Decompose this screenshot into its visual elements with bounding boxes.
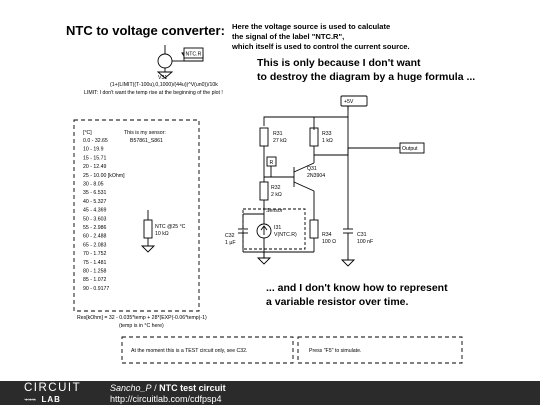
footer-url[interactable]: http://circuitlab.com/cdfpsp4	[110, 394, 222, 404]
table-row: 20 - 12.49	[83, 164, 106, 170]
table-row: 0.0 - 32.65	[83, 138, 108, 144]
table-row: 50 - 3.603	[83, 216, 106, 222]
r34-name: R34	[322, 232, 332, 238]
r31-name: R31	[273, 131, 283, 137]
test-note-box	[121, 336, 294, 364]
r31-value: 27 kΩ	[273, 138, 287, 144]
schematic-canvas[interactable]: NTC.R V31 (1+(LIMIT((T-100u),0,1000)/(44…	[0, 0, 540, 381]
header-note: Here the voltage source is used to calcu…	[232, 22, 410, 52]
table-unit-header: [°C]	[83, 130, 92, 136]
big-note-line: This is only because I don't want	[257, 57, 421, 69]
table-row: 35 - 6.531	[83, 190, 106, 196]
ground-symbol	[256, 257, 272, 265]
sensor-title: This is my sensor:	[124, 130, 166, 136]
table-row: 85 - 1.072	[83, 277, 106, 283]
ntc-label: NTC @25 °C	[155, 224, 186, 230]
resistor-r33[interactable]	[309, 127, 319, 147]
ground-symbol	[156, 71, 174, 79]
resistor-r34[interactable]	[309, 219, 319, 239]
sensor-table-box	[73, 119, 200, 312]
big-note-1: This is only because I don't want to des…	[257, 56, 475, 84]
ground-symbol	[340, 259, 356, 267]
r33-value: 1 kΩ	[322, 138, 333, 144]
sensor-label: Sensor	[266, 208, 283, 214]
table-row: 10 - 19.9	[83, 147, 104, 153]
test-note-text: At the moment this is a TEST circuit onl…	[131, 348, 247, 354]
header-note-line: which itself is used to control the curr…	[232, 42, 410, 51]
simulate-note-box	[297, 336, 463, 364]
q31-part: 2N3904	[307, 173, 325, 179]
header-note-line: the signal of the label "NTC.R",	[232, 32, 345, 41]
big-note-2: ... and I don't know how to represent a …	[266, 281, 448, 309]
output-label: Output	[402, 146, 418, 152]
ntc-resistor[interactable]	[143, 219, 153, 239]
resistor-r32[interactable]	[259, 181, 269, 201]
i31-name: I31	[274, 225, 281, 231]
ground-symbol	[140, 245, 156, 253]
table-row: 90 - 0.9177	[83, 286, 109, 292]
sensor-part: B57861_S861	[130, 138, 163, 144]
circuitlab-logo[interactable]: CIRCUIT ⌁⌁⌁ LAB	[24, 382, 82, 404]
table-row: 25 - 10.00 [kOhm]	[83, 173, 125, 179]
footer-separator: /	[154, 383, 160, 393]
net-label-ntc-r[interactable]	[183, 47, 204, 59]
c32-value: 1 µF	[225, 240, 235, 246]
table-row: 30 - 8.05	[83, 182, 104, 188]
vcc-label: +5V	[344, 99, 354, 105]
r32-name: R32	[271, 185, 281, 191]
page-title: NTC to voltage converter:	[66, 23, 225, 38]
net-label-output[interactable]	[399, 142, 425, 154]
v31-limit-note: LIMIT: I don't want the temp rise at the…	[84, 90, 223, 96]
footer-bar	[0, 381, 540, 405]
table-row: 15 - 15.71	[83, 155, 106, 161]
footer-author[interactable]: Sancho_P	[110, 383, 152, 393]
r34-value: 100 Ω	[322, 239, 336, 245]
big-note-line: to destroy the diagram by a huge formula…	[257, 71, 476, 83]
c32-name: C32	[225, 233, 235, 239]
table-row: 45 - 4.369	[83, 208, 106, 214]
i31-value: V(NTC.R)	[274, 232, 297, 238]
r32-value: 2 kΩ	[271, 192, 282, 198]
v31-formula: (1+(LIMIT((T-100u),0,1000)/(44u))^V(un0)…	[110, 82, 218, 88]
r-label: R	[270, 160, 274, 166]
big-note-line: ... and I don't know how to represent	[266, 282, 448, 294]
table-row: 75 - 1.481	[83, 260, 106, 266]
footer-title: NTC test circuit	[159, 383, 226, 393]
simulate-note-text: Press "F5" to simulate.	[309, 348, 361, 354]
header-note-line: Here the voltage source is used to calcu…	[232, 22, 391, 31]
logo-bottom: LAB	[41, 394, 61, 404]
net-label-r[interactable]	[266, 156, 277, 167]
q31-name: Q31	[307, 166, 317, 172]
sensor-box	[242, 208, 306, 250]
voltage-source-v31[interactable]	[157, 53, 173, 69]
footer-credit: Sancho_P / NTC test circuit http://circu…	[110, 383, 226, 405]
resistor-r31[interactable]	[259, 127, 269, 147]
table-row: 65 - 2.083	[83, 242, 106, 248]
table-row: 55 - 2.986	[83, 225, 106, 231]
table-row: 60 - 2.488	[83, 234, 106, 240]
v31-name: V31	[158, 75, 167, 81]
c31-name: C31	[357, 232, 367, 238]
table-row: 40 - 5.327	[83, 199, 106, 205]
res-formula-note: (temp is in °C here)	[119, 323, 164, 329]
v31-label-text: NTC.R	[186, 52, 202, 58]
table-row: 80 - 1.258	[83, 269, 106, 275]
r33-name: R33	[322, 131, 332, 137]
big-note-line: a variable resistor over time.	[266, 296, 409, 308]
logo-top: CIRCUIT	[24, 382, 82, 394]
c31-value: 100 nF	[357, 239, 373, 245]
table-row: 70 - 1.752	[83, 251, 106, 257]
res-formula: Res[kOhm] = 32 - 0.035*temp + 28*(EXP(-0…	[77, 315, 207, 321]
ntc-value: 10 kΩ	[155, 231, 169, 237]
logo-wave-icon: ⌁⌁⌁	[24, 394, 36, 404]
